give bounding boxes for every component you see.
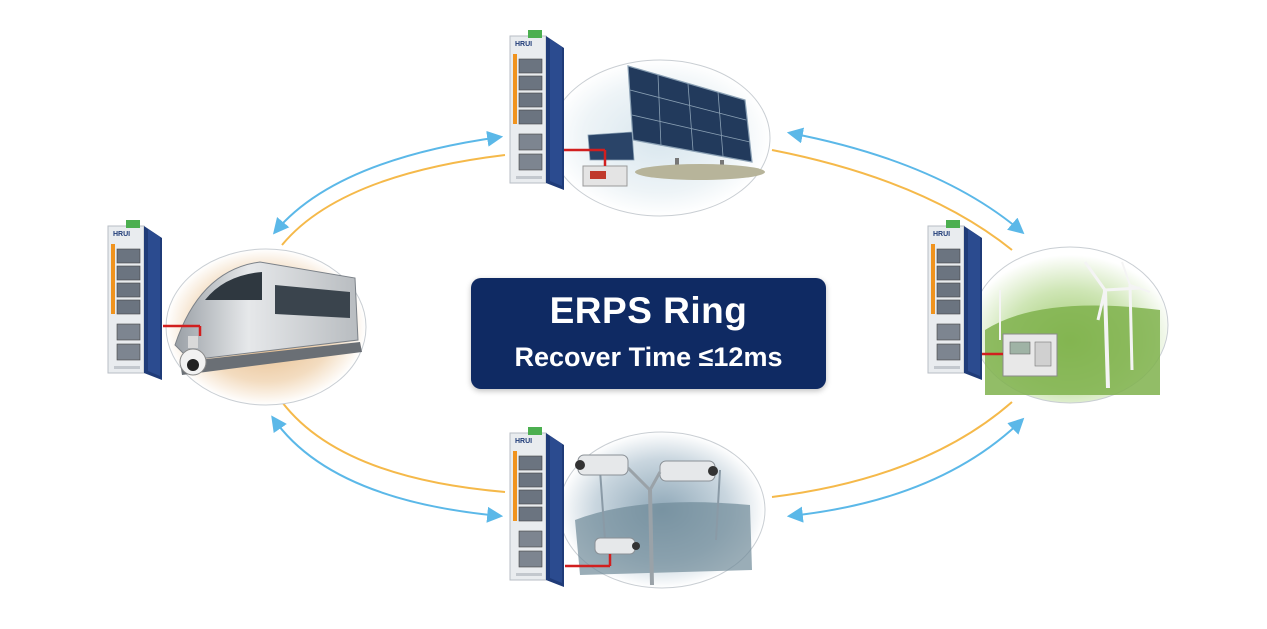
plc-controller-icon [1003, 334, 1057, 376]
ring-title: ERPS Ring [471, 290, 826, 332]
link-top-left-blue [275, 137, 500, 232]
node-top-solar [510, 30, 770, 216]
recover-time-label: Recover Time ≤12ms [471, 342, 826, 373]
industrial-switch-icon [510, 427, 564, 587]
industrial-switch-icon [928, 220, 982, 380]
link-bottom-right-orange [772, 402, 1012, 497]
node-bottom-surveillance [510, 427, 765, 588]
node-right-wind [928, 220, 1168, 403]
node-left-train [108, 220, 366, 405]
link-top-left-orange [282, 155, 505, 245]
link-bottom-left-orange [282, 402, 505, 492]
link-bottom-right-blue [790, 420, 1022, 516]
link-bottom-left-blue [273, 418, 500, 516]
industrial-switch-icon [510, 30, 564, 190]
erps-info-box: ERPS Ring Recover Time ≤12ms [471, 278, 826, 389]
link-top-right-blue [790, 133, 1022, 232]
inverter-icon [583, 166, 627, 186]
industrial-switch-icon [108, 220, 162, 380]
